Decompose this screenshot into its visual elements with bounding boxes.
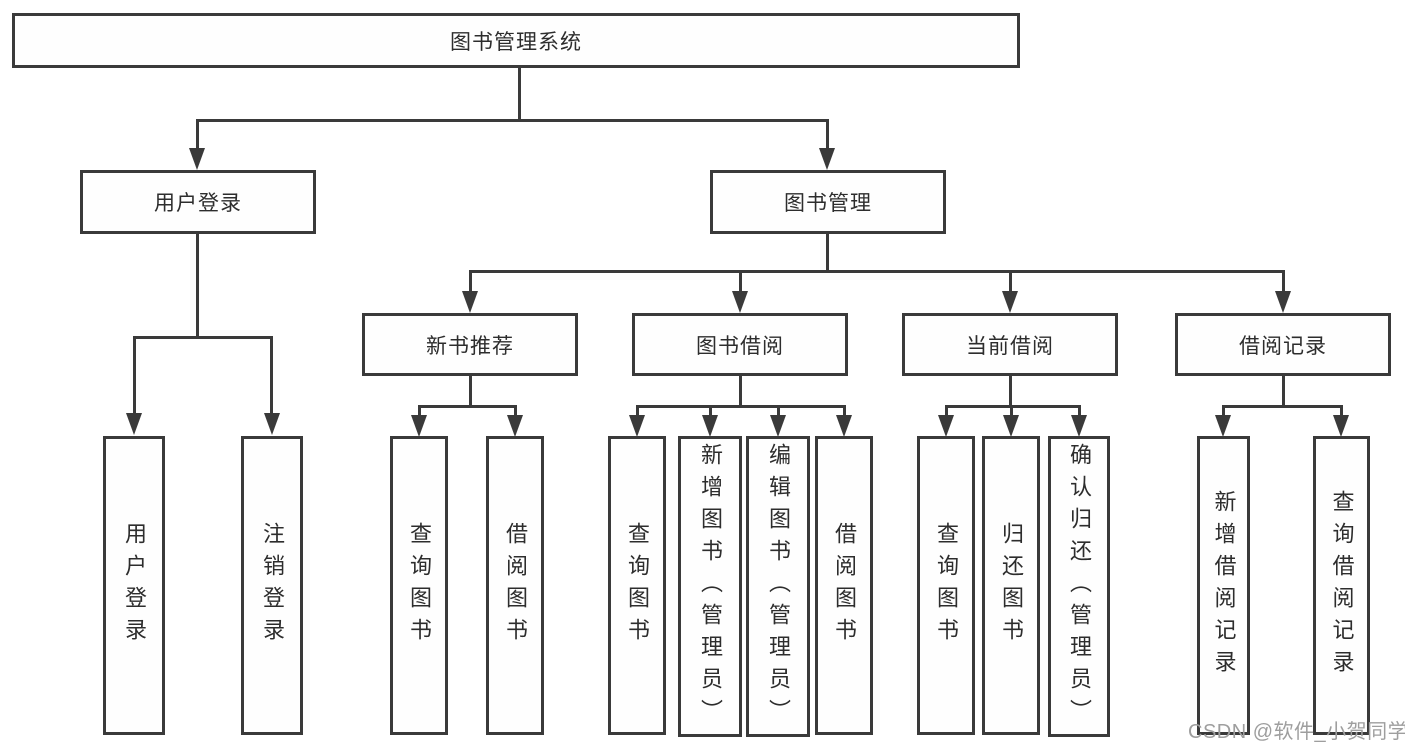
connector-line (1340, 405, 1343, 417)
node-new-book-recommend: 新书推荐 (362, 313, 578, 376)
arrow-down-icon (770, 415, 786, 437)
node-borrow-record: 借阅记录 (1175, 313, 1391, 376)
leaf-borrow-edit-book-admin: 编辑图书（管理员） (746, 436, 810, 737)
connector-line (469, 270, 1284, 273)
leaf-current-confirm-return-admin-label: 确认归还（管理员） (1067, 442, 1092, 731)
leaf-newrec-query-book-label: 查询图书 (407, 521, 432, 650)
arrow-down-icon (462, 291, 478, 313)
node-new-book-recommend-label: 新书推荐 (426, 334, 514, 358)
node-book-management-module: 图书管理 (710, 170, 946, 234)
leaf-newrec-borrow-book: 借阅图书 (486, 436, 544, 735)
connector-line (133, 336, 273, 339)
node-current-borrow-label: 当前借阅 (966, 334, 1054, 358)
leaf-record-query-record: 查询借阅记录 (1313, 436, 1370, 735)
connector-line (636, 405, 845, 408)
arrow-down-icon (1003, 415, 1019, 437)
connector-line (826, 119, 829, 152)
arrow-down-icon (411, 415, 427, 437)
connector-line (945, 405, 948, 417)
arrow-down-icon (702, 415, 718, 437)
arrow-down-icon (938, 415, 954, 437)
arrow-down-icon (1215, 415, 1231, 437)
connector-line (196, 119, 199, 152)
arrow-down-icon (264, 413, 280, 435)
connector-line (1282, 270, 1285, 293)
connector-line (469, 270, 472, 293)
connector-line (1010, 405, 1013, 417)
leaf-borrow-edit-book-admin-label: 编辑图书（管理员） (766, 442, 791, 731)
connector-line (636, 405, 639, 417)
connector-line (843, 405, 846, 417)
arrow-down-icon (126, 413, 142, 435)
connector-line (469, 376, 472, 406)
arrow-down-icon (629, 415, 645, 437)
arrow-down-icon (819, 148, 835, 170)
connector-line (1009, 270, 1012, 293)
leaf-newrec-query-book: 查询图书 (390, 436, 448, 735)
leaf-logout-label: 注销登录 (260, 521, 285, 650)
connector-line (196, 119, 829, 122)
node-book-management-module-label: 图书管理 (784, 192, 872, 215)
connector-line (1222, 405, 1343, 408)
node-root: 图书管理系统 (12, 13, 1020, 68)
node-root-label: 图书管理系统 (450, 30, 582, 54)
connector-line (739, 270, 742, 293)
arrow-down-icon (189, 148, 205, 170)
connector-line (1282, 376, 1285, 406)
connector-line (739, 376, 742, 406)
leaf-record-add-record-label: 新增借阅记录 (1211, 489, 1237, 682)
connector-line (196, 234, 199, 338)
connector-line (518, 66, 521, 121)
node-current-borrow: 当前借阅 (902, 313, 1118, 376)
node-user-login-module-label: 用户登录 (154, 192, 242, 215)
connector-line (777, 405, 780, 417)
connector-line (1078, 405, 1081, 417)
leaf-newrec-borrow-book-label: 借阅图书 (503, 521, 528, 650)
connector-line (418, 405, 421, 417)
arrow-down-icon (1002, 291, 1018, 313)
connector-line (1009, 376, 1012, 406)
node-book-borrow: 图书借阅 (632, 313, 848, 376)
connector-line (826, 234, 829, 272)
arrow-down-icon (836, 415, 852, 437)
leaf-record-query-record-label: 查询借阅记录 (1329, 489, 1355, 682)
leaf-borrow-query-book-label: 查询图书 (625, 521, 650, 650)
leaf-user-login-label: 用户登录 (122, 521, 147, 650)
leaf-current-confirm-return-admin: 确认归还（管理员） (1048, 436, 1110, 737)
connector-line (709, 405, 712, 417)
leaf-borrow-borrow-book-label: 借阅图书 (832, 521, 857, 650)
connector-line (514, 405, 517, 417)
connector-line (133, 336, 136, 415)
connector-line (270, 336, 273, 415)
leaf-logout: 注销登录 (241, 436, 303, 735)
leaf-borrow-add-book-admin: 新增图书（管理员） (678, 436, 742, 737)
node-borrow-record-label: 借阅记录 (1239, 334, 1327, 358)
leaf-current-return-book-label: 归还图书 (999, 521, 1024, 650)
arrow-down-icon (1071, 415, 1087, 437)
leaf-current-return-book: 归还图书 (982, 436, 1040, 735)
arrow-down-icon (732, 291, 748, 313)
leaf-borrow-query-book: 查询图书 (608, 436, 666, 735)
arrow-down-icon (1275, 291, 1291, 313)
leaf-borrow-add-book-admin-label: 新增图书（管理员） (698, 442, 723, 731)
connector-line (1222, 405, 1225, 417)
watermark: CSDN @软件_小贺同学 (1188, 721, 1405, 743)
leaf-record-add-record: 新增借阅记录 (1197, 436, 1250, 735)
node-user-login-module: 用户登录 (80, 170, 316, 234)
leaf-borrow-borrow-book: 借阅图书 (815, 436, 873, 735)
connector-line (418, 405, 516, 408)
node-book-borrow-label: 图书借阅 (696, 334, 784, 358)
leaf-current-query-book: 查询图书 (917, 436, 975, 735)
leaf-current-query-book-label: 查询图书 (934, 521, 959, 650)
arrow-down-icon (507, 415, 523, 437)
leaf-user-login: 用户登录 (103, 436, 165, 735)
arrow-down-icon (1333, 415, 1349, 437)
